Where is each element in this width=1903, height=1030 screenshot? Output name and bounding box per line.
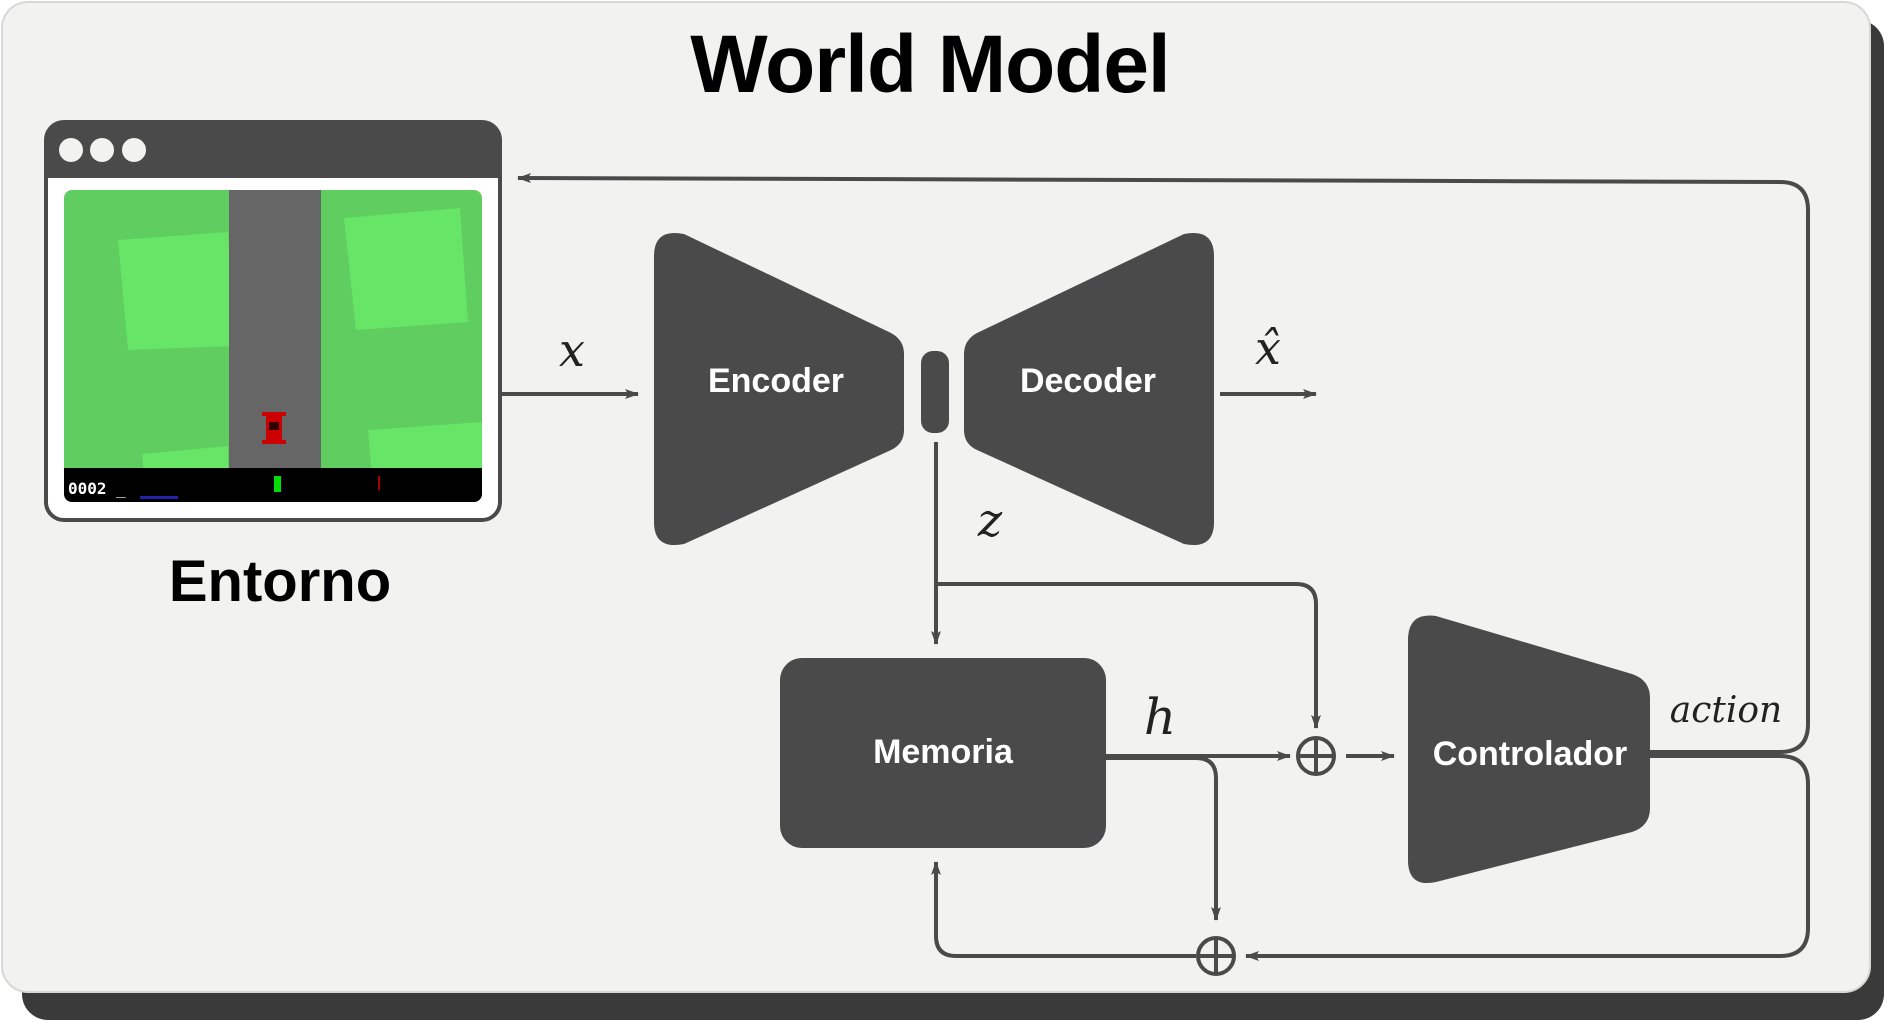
game-hud <box>64 468 482 502</box>
arrow-action-feedback-bottom <box>1245 754 1810 961</box>
encoder-label: Encoder <box>708 362 844 400</box>
game-score: 0002 <box>68 479 107 498</box>
label-x: x <box>559 323 585 377</box>
grass-patch <box>368 422 482 476</box>
decoder-block <box>964 232 1214 546</box>
label-z: z <box>977 493 1003 547</box>
game-screen: 0002 _ <box>64 190 482 502</box>
controller-label: Controlador <box>1433 735 1628 773</box>
label-h: h <box>1144 688 1176 746</box>
window-dot-icon <box>59 138 83 162</box>
combine-node-top <box>1296 736 1336 776</box>
grass-patch <box>142 446 228 474</box>
arrow-combine-to-memory <box>931 861 1196 958</box>
diagram-title: World Model <box>690 19 1170 110</box>
label-action: action <box>1670 690 1782 731</box>
game-score-cursor: _ <box>116 479 126 498</box>
controller-block <box>1408 615 1650 884</box>
grass-patch <box>118 232 234 350</box>
arrow-action-feedback-top <box>517 173 1810 754</box>
hud-green-bar <box>274 476 281 492</box>
label-x-hat: x̂ <box>1255 321 1281 375</box>
decoder-label: Decoder <box>1020 362 1156 400</box>
memory-block <box>780 658 1106 848</box>
latent-bottleneck <box>921 351 949 433</box>
window-titlebar <box>46 122 500 178</box>
memory-label: Memoria <box>873 733 1014 771</box>
car-icon <box>262 412 286 444</box>
window-dot-icon <box>122 138 146 162</box>
arrow-z-to-combine <box>936 582 1321 729</box>
encoder-block <box>654 232 904 546</box>
hud-red-bar <box>378 476 380 490</box>
grass-patch <box>344 208 468 330</box>
arrow-h-to-bottom-combine <box>1106 756 1221 921</box>
combine-node-bottom <box>1196 936 1236 976</box>
environment-label: Entorno <box>168 549 392 614</box>
window-dot-icon <box>90 138 114 162</box>
environment-window: 0002 _ <box>44 120 502 522</box>
hud-speed-bar <box>140 496 178 499</box>
